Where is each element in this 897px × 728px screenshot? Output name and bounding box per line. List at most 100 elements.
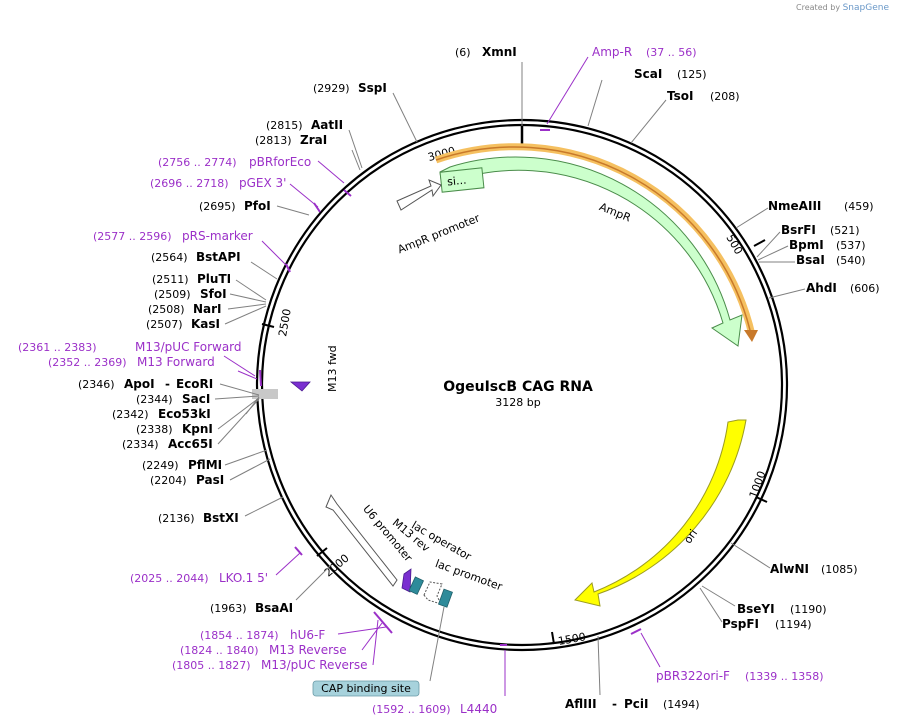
site-aatii[interactable]: AatII bbox=[311, 118, 343, 132]
site-pasi[interactable]: PasI bbox=[196, 473, 224, 487]
site-tsoi[interactable]: TsoI bbox=[667, 89, 693, 103]
primer-range: (1824 .. 1840) bbox=[180, 644, 259, 657]
site-pos: (2334) bbox=[122, 438, 159, 451]
site-bsaai[interactable]: BsaAI bbox=[255, 601, 293, 615]
site-pos: (1494) bbox=[663, 698, 700, 711]
site-bpmi[interactable]: BpmI bbox=[789, 238, 824, 252]
site-sspi[interactable]: SspI bbox=[358, 81, 387, 95]
lac-promoter-arrow[interactable] bbox=[423, 581, 443, 605]
ori-arrow[interactable] bbox=[574, 419, 747, 607]
site-apoi[interactable]: ApoI bbox=[124, 377, 155, 391]
primer-m13-puc-forward[interactable]: M13/pUC Forward bbox=[135, 340, 242, 354]
site-pspfi[interactable]: PspFI bbox=[722, 617, 759, 631]
cap-binding-site-label: CAP binding site bbox=[321, 682, 411, 695]
plasmid-size: 3128 bp bbox=[495, 396, 540, 409]
tick-label-1000: 1000 bbox=[747, 469, 769, 500]
site-pos: (2204) bbox=[150, 474, 187, 487]
site-saci[interactable]: SacI bbox=[182, 392, 210, 406]
primer-range: (1805 .. 1827) bbox=[172, 659, 251, 672]
site-alwni[interactable]: AlwNI bbox=[770, 562, 809, 576]
site-nmeaiii[interactable]: NmeAIII bbox=[768, 199, 821, 213]
cap-binding-site-lead bbox=[429, 606, 445, 682]
site-eco53ki[interactable]: Eco53kI bbox=[158, 407, 211, 421]
tick-label-1500: 1500 bbox=[557, 630, 587, 648]
site-ecori[interactable]: EcoRI bbox=[176, 377, 213, 391]
watermark-prefix: Created by bbox=[796, 3, 841, 12]
site-pos: (2695) bbox=[199, 200, 236, 213]
primer-m13-reverse[interactable]: M13 Reverse bbox=[269, 643, 347, 657]
site-kasi[interactable]: KasI bbox=[191, 317, 220, 331]
primer-range: (2756 .. 2774) bbox=[158, 156, 237, 169]
site-ahdi[interactable]: AhdI bbox=[806, 281, 837, 295]
primer-range: (1339 .. 1358) bbox=[745, 670, 824, 683]
site-pos: (125) bbox=[677, 68, 707, 81]
site-pos: (1085) bbox=[821, 563, 858, 576]
site-pfoi[interactable]: PfoI bbox=[244, 199, 271, 213]
site-xmni[interactable]: XmnI bbox=[482, 45, 517, 59]
primer-m13-puc-reverse[interactable]: M13/pUC Reverse bbox=[261, 658, 368, 672]
site-pos: (2344) bbox=[136, 393, 173, 406]
primer-hu6-f[interactable]: hU6-F bbox=[290, 628, 325, 642]
site-pos: (2346) bbox=[78, 378, 115, 391]
site-pos: (1190) bbox=[790, 603, 827, 616]
site-pos: (2564) bbox=[151, 251, 188, 264]
site-pluti[interactable]: PluTI bbox=[197, 272, 231, 286]
cap-binding-site-tag[interactable] bbox=[312, 680, 420, 697]
primer-pgex-3[interactable]: pGEX 3' bbox=[239, 176, 286, 190]
site-pos: (2929) bbox=[313, 82, 350, 95]
primer-range: (1854 .. 1874) bbox=[200, 629, 279, 642]
primer-m13-forward[interactable]: M13 Forward bbox=[137, 355, 215, 369]
ampr-arrow[interactable] bbox=[439, 156, 743, 347]
primer-l4440[interactable]: L4440 bbox=[460, 702, 497, 716]
signal-peptide-label: si... bbox=[446, 174, 467, 189]
site-pcii[interactable]: PciI bbox=[624, 697, 649, 711]
site-bstapi[interactable]: BstAPI bbox=[196, 250, 241, 264]
site-bsai[interactable]: BsaI bbox=[796, 253, 825, 267]
plasmid-name: OgeuIscB CAG RNA bbox=[443, 379, 593, 395]
site-pos: (521) bbox=[830, 224, 860, 237]
restriction-sites-right: (6) XmnI ScaI (125) TsoI (208) NmeAIII (… bbox=[455, 45, 880, 711]
site-pos: (208) bbox=[710, 90, 740, 103]
site-pos: (1194) bbox=[775, 618, 812, 631]
primer-pbrforeco[interactable]: pBRforEco bbox=[249, 155, 311, 169]
site-pflmi[interactable]: PflMI bbox=[188, 458, 222, 472]
ampr-promoter-label: AmpR promoter bbox=[396, 211, 482, 256]
primer-prs-marker[interactable]: pRS-marker bbox=[182, 229, 253, 243]
site-scai[interactable]: ScaI bbox=[634, 67, 662, 81]
site-zrai[interactable]: ZraI bbox=[300, 133, 327, 147]
site-pos: (2813) bbox=[255, 134, 292, 147]
site-pos: (2511) bbox=[152, 273, 189, 286]
site-pos: (2136) bbox=[158, 512, 195, 525]
u6-promoter-arrow[interactable] bbox=[325, 493, 398, 587]
ampr-highlight-arrowhead bbox=[744, 330, 758, 342]
site-pos: (459) bbox=[844, 200, 874, 213]
primer-range: (2352 .. 2369) bbox=[48, 356, 127, 369]
site-afliii[interactable]: AflIII bbox=[565, 697, 597, 711]
restriction-sites-left: (1963) BsaAI (2136) BstXI (2204) PasI (2… bbox=[78, 81, 418, 615]
m13-rev-arrow[interactable] bbox=[401, 568, 412, 593]
signal-peptide-box[interactable] bbox=[439, 167, 485, 193]
primer-lko1-5[interactable]: LKO.1 5' bbox=[219, 571, 268, 585]
lac-promoter-label: lac promoter bbox=[433, 557, 504, 593]
site-pos: (2338) bbox=[136, 423, 173, 436]
lac-operator-box[interactable] bbox=[408, 576, 425, 595]
primer-range: (2361 .. 2383) bbox=[18, 341, 97, 354]
site-nari[interactable]: NarI bbox=[193, 302, 222, 316]
site-pos: (6) bbox=[455, 46, 471, 59]
ampr-promoter-arrow[interactable] bbox=[396, 179, 442, 211]
site-acc65i[interactable]: Acc65I bbox=[168, 437, 213, 451]
site-sfoi[interactable]: SfoI bbox=[200, 287, 227, 301]
site-dash: - bbox=[612, 697, 617, 711]
primer-amp-r[interactable]: Amp-R bbox=[592, 45, 632, 59]
m13-fwd-arrow[interactable] bbox=[289, 381, 311, 392]
site-kpni[interactable]: KpnI bbox=[182, 422, 213, 436]
site-bstxi[interactable]: BstXI bbox=[203, 511, 239, 525]
site-dash: - bbox=[165, 377, 170, 391]
site-bseyi[interactable]: BseYI bbox=[737, 602, 775, 616]
primer-range: (2025 .. 2044) bbox=[130, 572, 209, 585]
cap-binding-site-box[interactable] bbox=[437, 588, 453, 608]
primer-pbr322ori-f[interactable]: pBR322ori-F bbox=[656, 669, 730, 683]
site-pos: (2815) bbox=[266, 119, 303, 132]
features: si... AmpR AmpR promoter ori M13 fwd U6 … bbox=[252, 143, 758, 697]
site-bsrfi[interactable]: BsrFI bbox=[781, 223, 816, 237]
